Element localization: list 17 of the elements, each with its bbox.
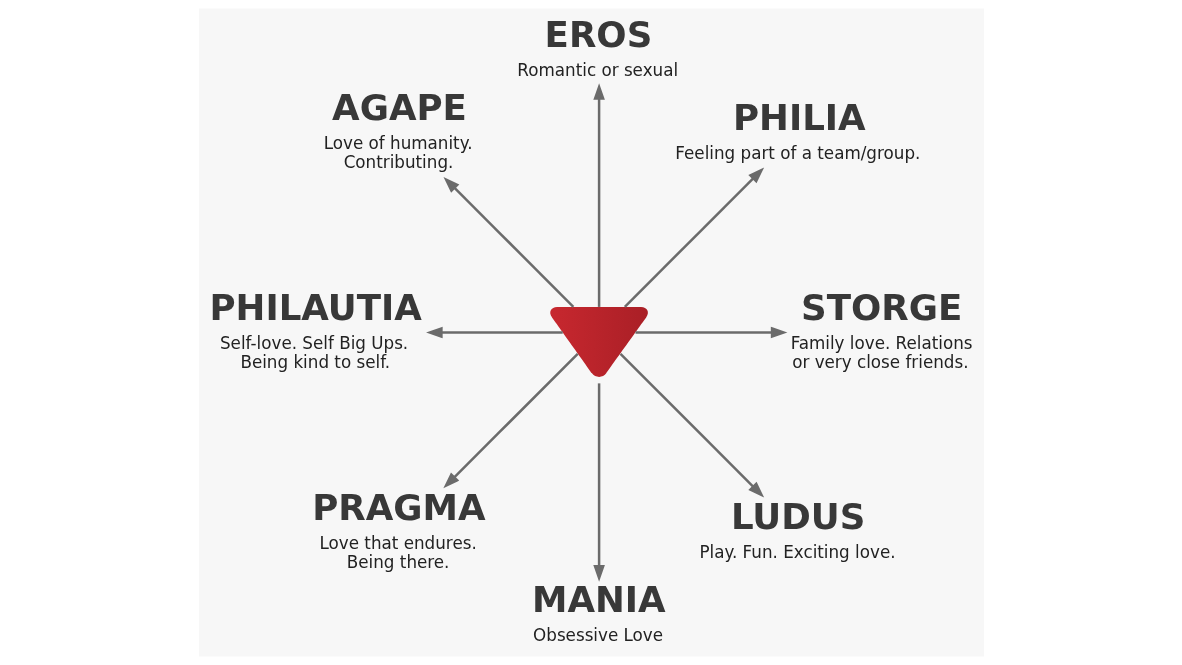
arrow xyxy=(443,176,574,308)
arrow xyxy=(442,353,579,489)
arrow xyxy=(635,326,787,339)
node-text: PHILAUTIA Self-love. Self Big Ups. Being kind to self. xyxy=(208,287,422,372)
node-text: PHILIA Feeling part of a team/group. xyxy=(674,96,920,163)
node-text: STORGE Family love. Relations or very close friends. xyxy=(790,287,973,372)
arrow xyxy=(592,383,605,582)
arrow xyxy=(619,353,764,498)
node-text: LUDUS Play. Fun. Exciting love. xyxy=(698,496,896,563)
node-text: PRAGMA Love that endures. Being there. xyxy=(311,487,486,572)
node-text: MANIA Obsessive Love xyxy=(531,579,666,646)
arrow xyxy=(623,167,764,308)
node-text: AGAPE Love of humanity. Contributing. xyxy=(323,87,473,173)
node-heart xyxy=(549,307,648,377)
arrow xyxy=(592,83,605,307)
arrow xyxy=(425,326,563,339)
node-text: EROS Romantic or sexual xyxy=(516,13,678,80)
